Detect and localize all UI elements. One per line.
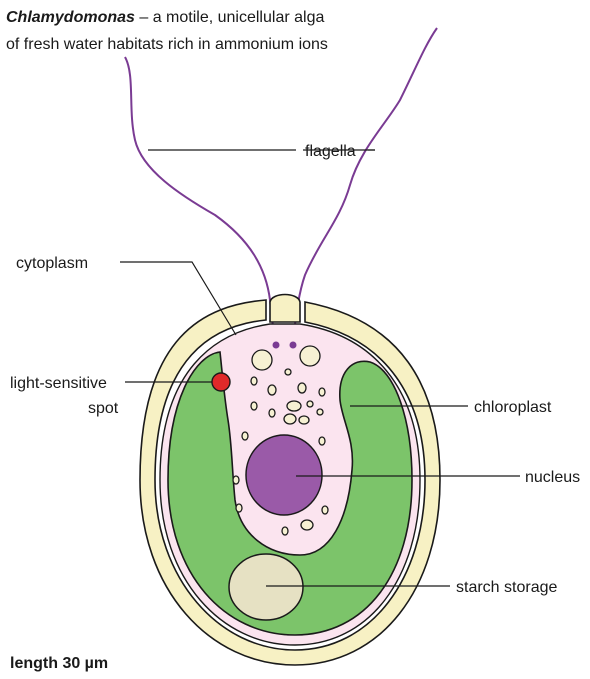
vesicle <box>322 506 328 514</box>
vesicle <box>251 402 257 410</box>
vesicle <box>317 409 323 415</box>
label-flagella: flagella <box>305 143 356 160</box>
label-cytoplasm: cytoplasm <box>16 255 88 272</box>
label-nucleus: nucleus <box>525 469 580 486</box>
vesicle <box>251 377 257 385</box>
right-flagellum <box>293 28 437 345</box>
vesicle <box>307 401 313 407</box>
vesicle <box>299 416 309 424</box>
nucleus <box>246 435 322 515</box>
contractile-vacuole <box>252 350 272 370</box>
vesicle <box>301 520 313 530</box>
vesicle <box>298 383 306 393</box>
title-line-2: of fresh water habitats rich in ammonium… <box>6 36 328 53</box>
vesicle <box>269 409 275 417</box>
label-light-spot-line-1: light-sensitive <box>10 375 107 392</box>
label-starch: starch storage <box>456 579 557 596</box>
vesicle <box>284 414 296 424</box>
vesicle <box>236 504 242 512</box>
vesicle <box>319 437 325 445</box>
basal-body-left <box>273 342 280 349</box>
contractile-vacuole <box>300 346 320 366</box>
title-line-1: Chlamydomonas – a motile, unicellular al… <box>6 9 324 26</box>
vesicle <box>319 388 325 396</box>
length-scale: length 30 µm <box>10 655 108 672</box>
vesicle <box>282 527 288 535</box>
title-line1-rest: – a motile, unicellular alga <box>135 9 325 26</box>
vesicle <box>268 385 276 395</box>
title-genus: Chlamydomonas <box>6 9 135 26</box>
light-sensitive-spot <box>212 373 230 391</box>
flagellar-collar <box>270 295 300 323</box>
label-light-spot-line-2: spot <box>88 400 119 417</box>
starch-storage <box>229 554 303 620</box>
vesicle <box>287 401 301 411</box>
vesicle <box>242 432 248 440</box>
vesicle <box>285 369 291 375</box>
vesicle <box>233 476 239 484</box>
basal-body-right <box>290 342 297 349</box>
label-chloroplast: chloroplast <box>474 399 552 416</box>
